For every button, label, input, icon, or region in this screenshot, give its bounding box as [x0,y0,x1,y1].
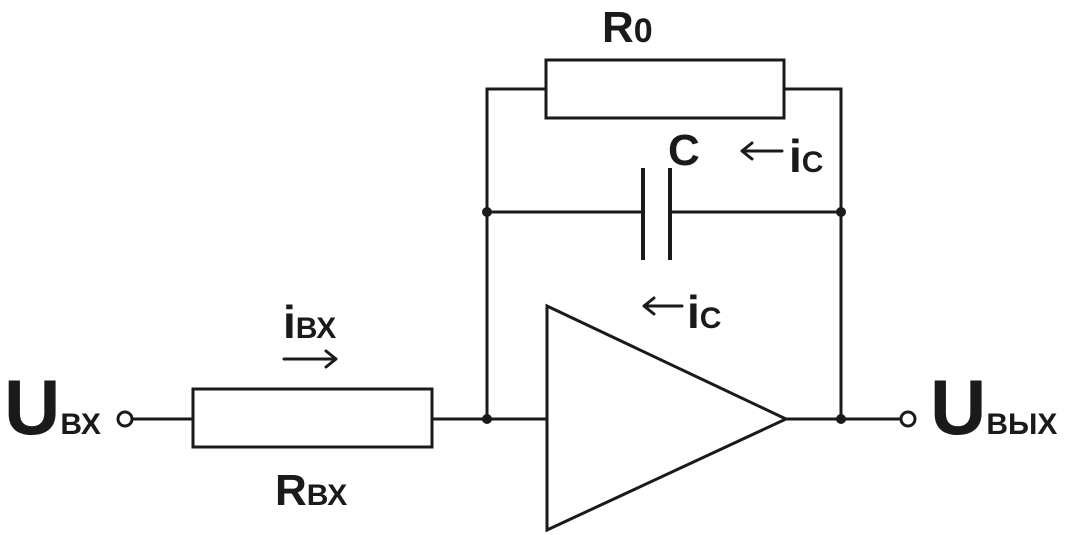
label-r0: R0 [602,3,653,52]
label-ic-top: iC [789,130,823,182]
label-u-out: UВЫХ [930,363,1057,451]
resistor-rin [191,387,434,449]
arrow-right-icon [282,349,338,369]
arrow-left-icon [642,296,684,316]
label-r-in: RВХ [275,466,347,515]
input-terminal [116,410,134,428]
label-i-in-main: i [283,296,296,348]
label-u-in: UВХ [4,363,101,451]
label-u-in-sub: ВХ [60,408,101,441]
label-ic-top-sub: C [802,146,824,179]
wires [130,87,903,421]
label-u-out-sub: ВЫХ [986,408,1057,441]
junction-node-output [836,414,846,424]
label-ic-bottom-sub: C [700,302,722,335]
capacitor-c [641,168,672,260]
op-amp [545,303,790,533]
label-i-in-sub: ВХ [296,312,337,345]
label-r0-main: R [602,3,634,52]
label-ic-bottom-main: i [687,286,700,338]
label-r-in-main: R [275,466,307,515]
label-u-out-main: U [930,363,986,451]
label-ic-top-main: i [789,130,802,182]
output-terminal [899,410,917,428]
junction-node-left-cap [482,207,492,217]
label-u-in-main: U [4,363,60,451]
label-r-in-sub: ВХ [307,479,348,512]
arrow-left-icon [740,141,784,161]
label-r0-sub: 0 [634,12,653,50]
label-ic-bottom: iC [687,286,721,338]
junction-node-inverting [482,414,492,424]
label-c: C [668,126,700,175]
resistor-r0 [544,58,786,120]
label-i-in: iВХ [283,296,336,348]
junction-node-right-cap [836,207,846,217]
